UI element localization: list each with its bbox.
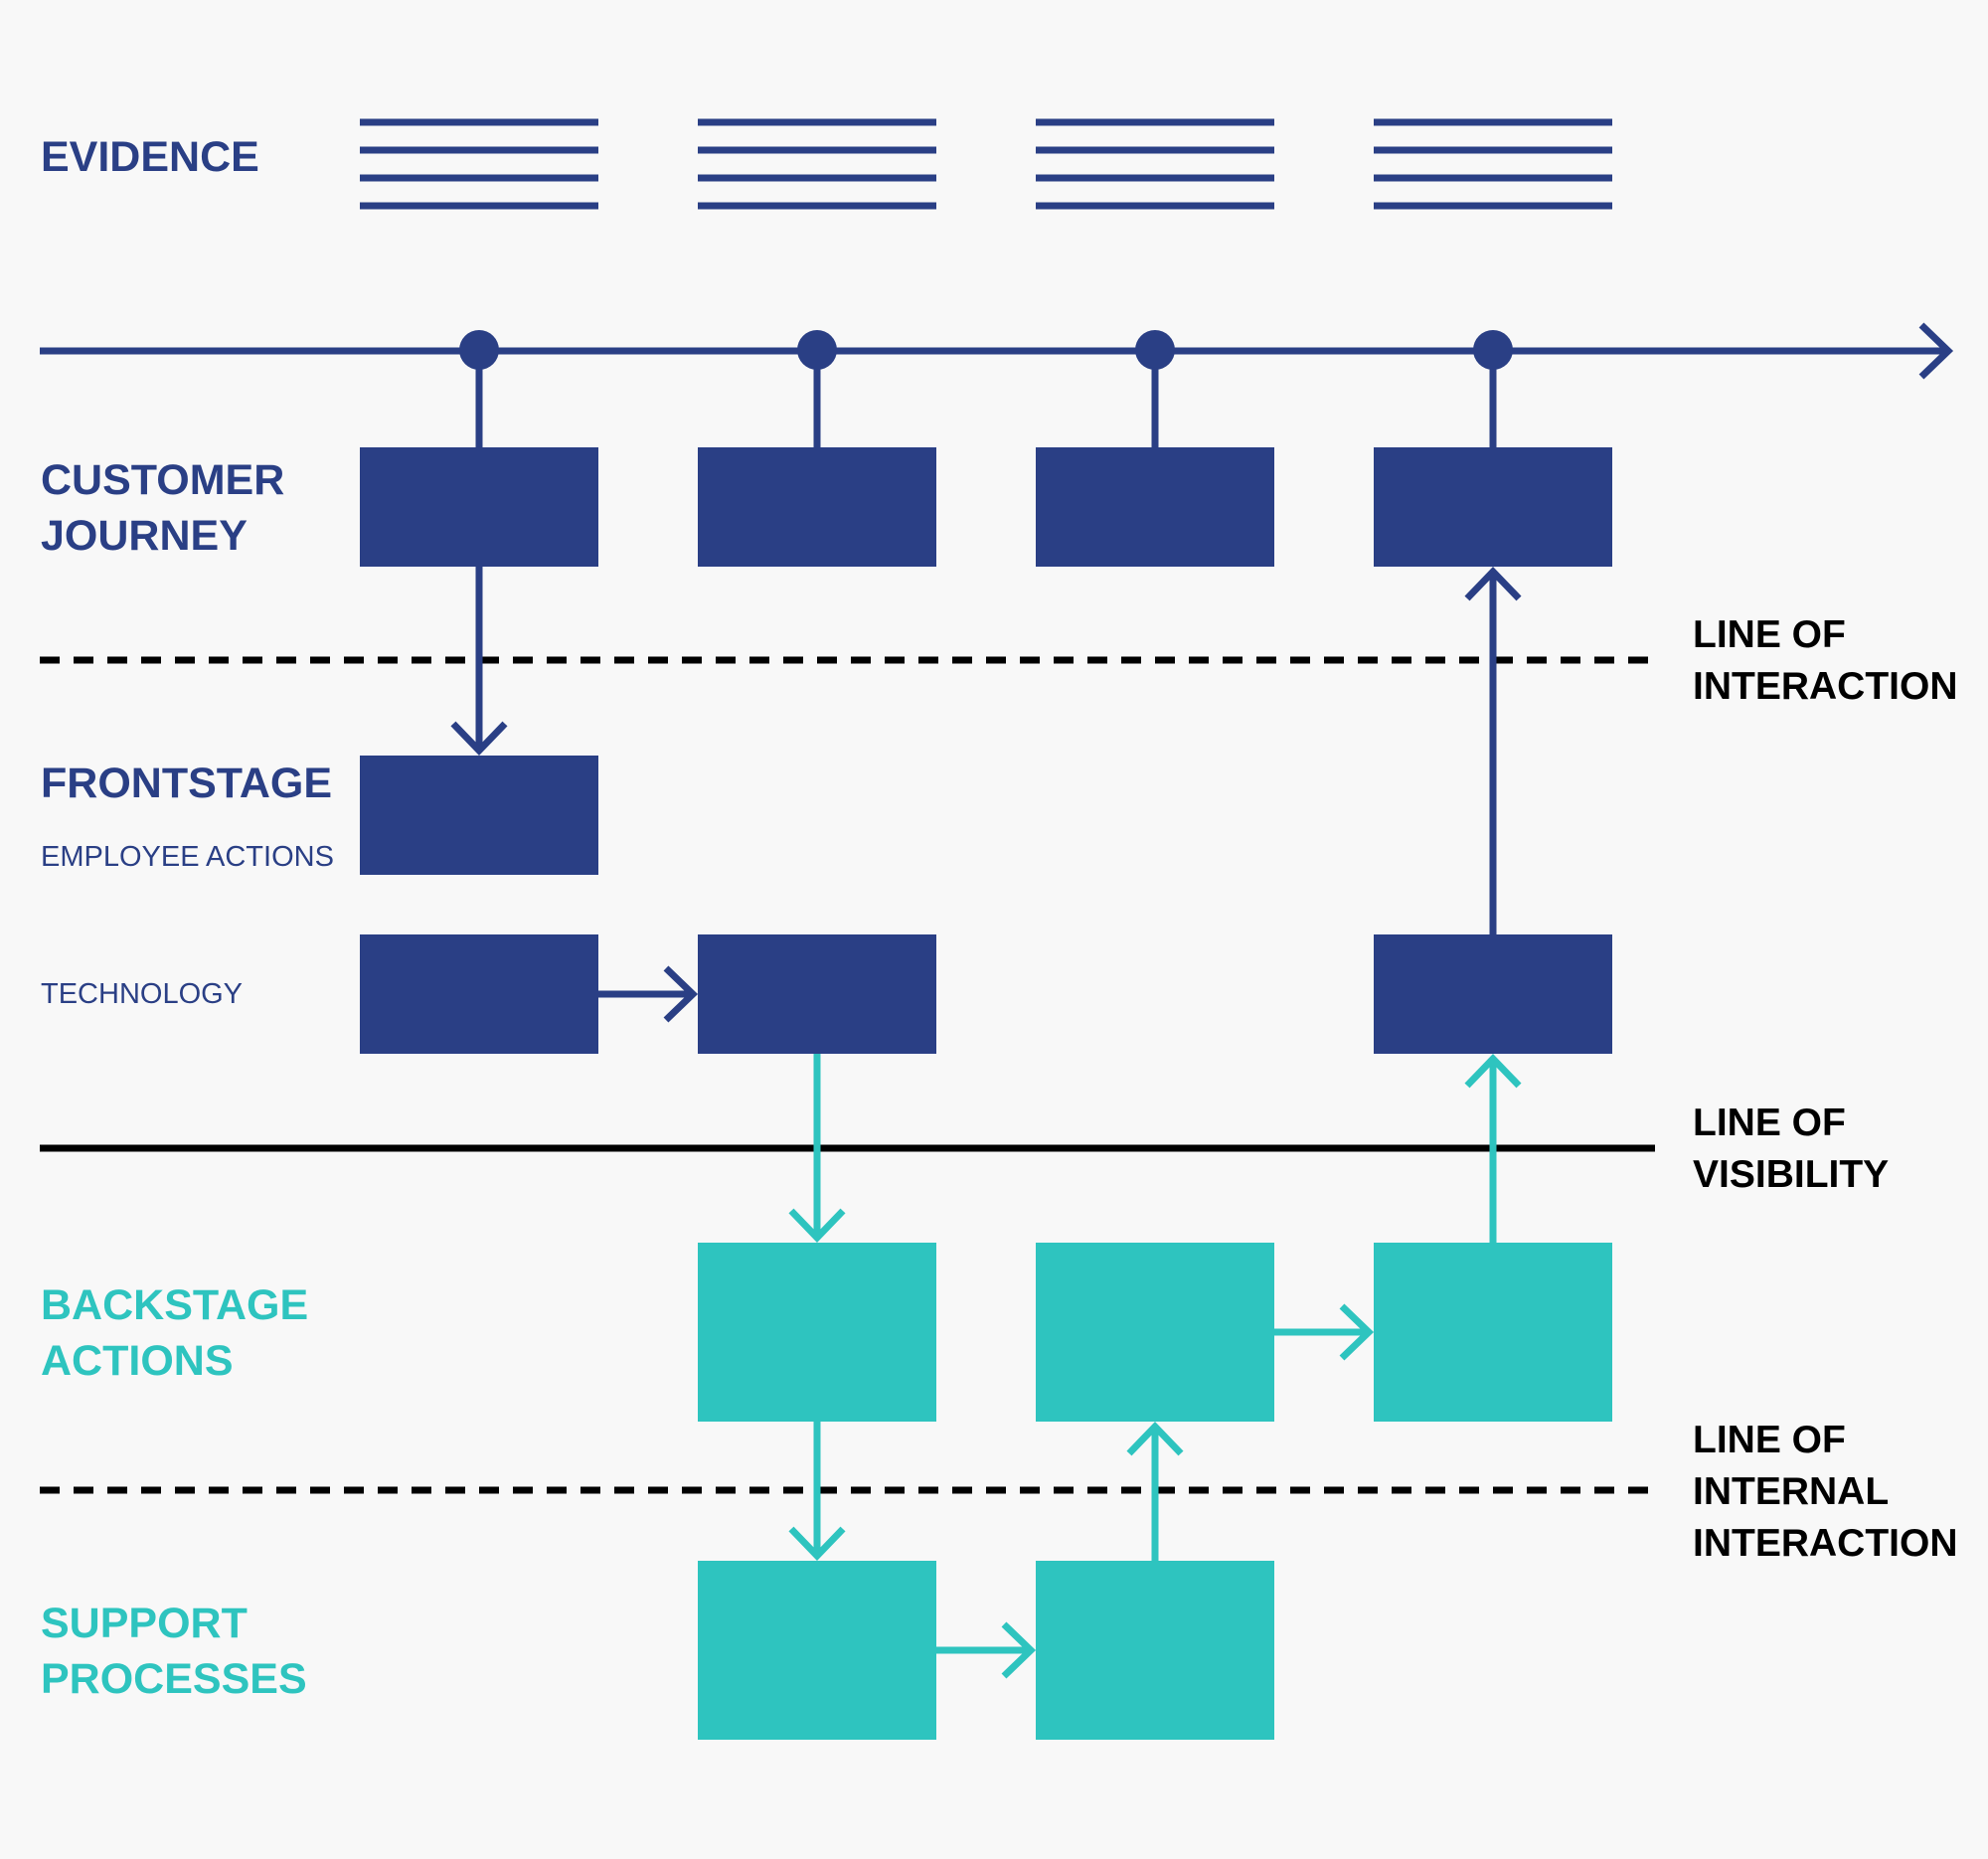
support-processes-label: SUPPORT PROCESSES [41,1596,307,1707]
arrow-support-to-backstage-head [1126,1421,1184,1456]
backstage-boxes [698,1243,1612,1422]
arrow-technology-to-journey [1464,566,1522,934]
customer-journey-label-line-2: JOURNEY [41,512,248,560]
arrow-backstage-to-technology [1464,1053,1522,1243]
frontstage-label: FRONTSTAGE [41,760,333,807]
arrow-technology-to-backstage-head [788,1208,846,1244]
support-boxes [698,1561,1274,1740]
customer-journey-box-4 [1374,447,1612,567]
arrow-technology-1-to-2 [598,965,699,1023]
line-of-interaction-label-line-2: INTERACTION [1693,665,1958,708]
arrow-backstage-3-to-4-head [1339,1303,1375,1361]
support-processes-label-line-2: PROCESSES [41,1655,307,1703]
support-box-3 [1036,1561,1274,1740]
customer-journey-box-2 [698,447,936,567]
backstage-box-2 [698,1243,936,1422]
arrow-technology-to-backstage [788,1054,846,1244]
customer-journey-label-line-1: CUSTOMER [41,456,285,504]
arrow-support-to-backstage [1126,1421,1184,1561]
connectors [475,351,1497,447]
arrow-backstage-to-support-head [788,1526,846,1562]
line-of-internal-interaction-label-line-2: INTERNAL [1693,1470,1890,1513]
customer-journey-box-1 [360,447,598,567]
backstage-box-3 [1036,1243,1274,1422]
arrow-backstage-to-support [788,1422,846,1562]
employee-action-box-1 [360,756,598,875]
arrow-support-2-to-3-head [1001,1621,1037,1679]
arrow-journey-to-employee-head [450,721,508,757]
flow-arrows [450,566,1522,1679]
line-of-interaction-label: LINE OF INTERACTION [1693,609,1958,713]
evidence-label: EVIDENCE [41,133,259,181]
line-of-visibility-label: LINE OF VISIBILITY [1693,1098,1889,1201]
line-of-interaction-label-line-1: LINE OF [1693,613,1846,656]
touchpoint-dot-1 [459,330,499,370]
arrow-technology-1-to-2-head [663,965,699,1023]
arrow-backstage-to-technology-head [1464,1053,1522,1089]
line-of-internal-interaction-label: LINE OF INTERNAL INTERACTION [1693,1415,1958,1570]
touchpoint-dot-3 [1135,330,1175,370]
evidence-document-icon [1036,118,1274,210]
arrow-journey-to-employee [450,567,508,757]
technology-box-2 [698,934,936,1054]
timeline [40,322,1954,380]
evidence-document-icon [698,118,936,210]
arrow-technology-to-journey-head [1464,566,1522,601]
backstage-actions-label-line-2: ACTIONS [41,1337,234,1385]
frontstage-boxes [360,756,1612,1054]
technology-label: TECHNOLOGY [41,978,244,1010]
touchpoint-dot-2 [797,330,837,370]
arrow-support-2-to-3 [936,1621,1037,1679]
line-of-internal-interaction-label-line-1: LINE OF [1693,1419,1846,1461]
technology-box-4 [1374,934,1612,1054]
line-of-internal-interaction-label-line-3: INTERACTION [1693,1522,1958,1565]
customer-journey-box-3 [1036,447,1274,567]
employee-actions-label: EMPLOYEE ACTIONS [41,841,334,873]
line-of-visibility-label-line-2: VISIBILITY [1693,1153,1890,1196]
dividers [40,656,1655,1494]
line-of-visibility-label-line-1: LINE OF [1693,1101,1846,1144]
arrow-backstage-3-to-4 [1274,1303,1375,1361]
technology-box-1 [360,934,598,1054]
touchpoint-dots [459,330,1513,370]
timeline-arrowhead [1918,322,1954,380]
touchpoint-dot-4 [1473,330,1513,370]
evidence-document-icon [360,118,598,210]
support-box-2 [698,1561,936,1740]
backstage-actions-label-line-1: BACKSTAGE [41,1281,309,1329]
backstage-actions-label: BACKSTAGE ACTIONS [41,1277,308,1389]
customer-journey-label: CUSTOMER JOURNEY [41,452,284,564]
evidence-lines [360,118,1612,210]
evidence-document-icon [1374,118,1612,210]
backstage-box-4 [1374,1243,1612,1422]
customer-journey-boxes [360,447,1612,567]
support-processes-label-line-1: SUPPORT [41,1600,248,1647]
